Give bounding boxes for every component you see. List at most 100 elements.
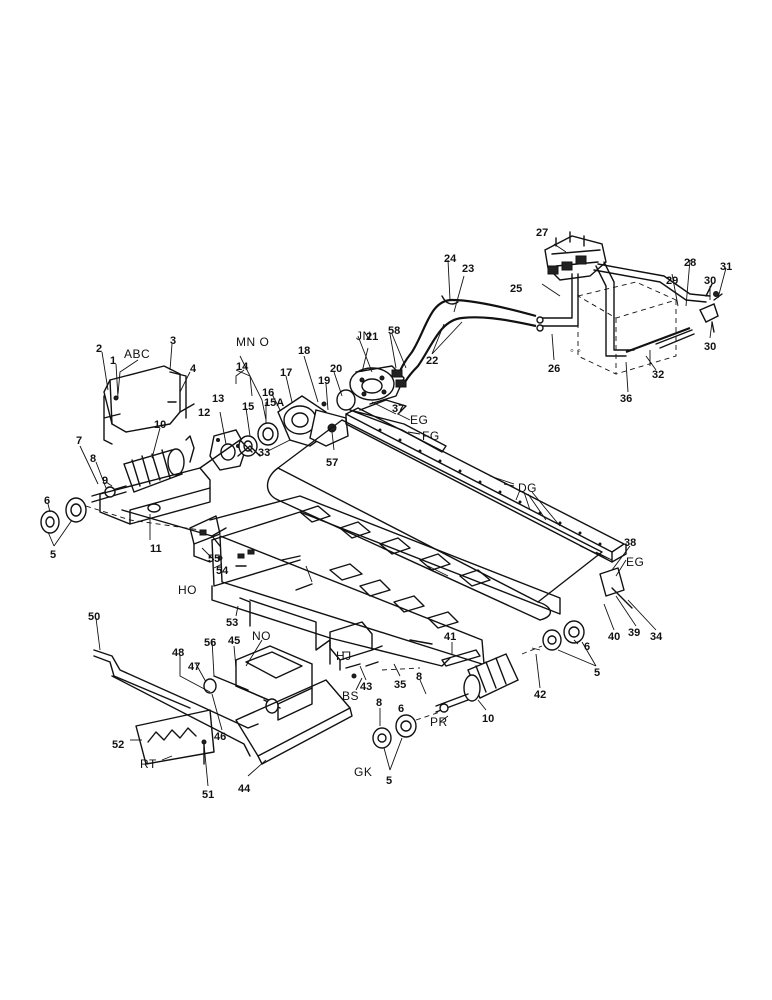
label-16: 16 [262, 387, 274, 399]
label-24: 24 [444, 253, 457, 265]
label-21: 21 [366, 331, 378, 343]
control-valve [544, 231, 607, 281]
label-38: 38 [624, 537, 636, 549]
label-10-right: 10 [482, 713, 494, 725]
label-eg-top: EG [410, 413, 428, 427]
label-58: 58 [388, 325, 400, 337]
label-12: 12 [198, 407, 210, 419]
conveyor-belt [266, 419, 603, 621]
right-roller [435, 653, 519, 713]
label-30-bottom: 30 [704, 341, 716, 353]
label-4: 4 [190, 363, 197, 375]
label-56: 56 [204, 637, 216, 649]
skid-plate-53 [211, 585, 451, 667]
label-41: 41 [444, 631, 456, 643]
label-18: 18 [298, 345, 310, 357]
label-22: 22 [426, 355, 438, 367]
label-50: 50 [88, 611, 100, 623]
right-bearings [521, 620, 585, 655]
label-28: 28 [684, 257, 696, 269]
leader-lines [47, 243, 727, 787]
label-36: 36 [620, 393, 632, 405]
label-jn: JN [356, 329, 372, 343]
hydraulic-hoses [396, 295, 544, 385]
base-plate-44 [235, 679, 353, 765]
label-30-top: 30 [704, 275, 716, 287]
rack-52 [135, 709, 215, 765]
label-eg-right: EG [626, 555, 644, 569]
label-rt: RT [140, 757, 157, 771]
main-frame-left [99, 435, 261, 547]
label-39: 39 [628, 627, 640, 639]
end-rail-38 [599, 567, 633, 609]
label-5-left: 5 [50, 549, 56, 561]
label-52: 52 [112, 739, 124, 751]
hydraulic-motor [336, 365, 407, 411]
label-31: 31 [720, 261, 732, 273]
label-dg: DG [518, 481, 537, 495]
hj-bracket [329, 621, 421, 679]
label-15: 15 [242, 401, 254, 413]
label-2: 2 [96, 343, 102, 355]
label-11: 11 [150, 543, 162, 555]
valve-tubes [539, 261, 711, 357]
label-10-left: 10 [154, 419, 166, 431]
tension-box-45 [203, 645, 313, 721]
part-labels: 2 1 ABC 3 4 MN O JN 21 58 24 23 27 25 28… [44, 227, 732, 801]
label-20: 20 [330, 363, 342, 375]
side-rail-right [345, 399, 627, 563]
label-14: 14 [236, 361, 249, 373]
label-46: 46 [214, 731, 226, 743]
label-9: 9 [102, 475, 108, 487]
label-47: 47 [188, 661, 200, 673]
hitch-bar-50 [93, 649, 259, 757]
label-8-bottom: 8 [376, 697, 382, 709]
left-bearings [40, 497, 201, 534]
valve-mount-bracket: ◦ ◦ [570, 281, 678, 375]
label-53: 53 [226, 617, 238, 629]
label-57: 57 [326, 457, 338, 469]
label-ho: HO [178, 583, 197, 597]
label-45: 45 [228, 635, 240, 647]
label-34: 34 [650, 631, 663, 643]
strip-41 [441, 649, 481, 667]
frame-bars [189, 515, 223, 563]
label-mno: MN O [236, 335, 269, 349]
label-32: 32 [652, 369, 664, 381]
label-bs: BS [342, 689, 359, 703]
main-frame-side [209, 495, 561, 665]
label-26: 26 [548, 363, 560, 375]
label-6-bottom: 6 [398, 703, 404, 715]
label-27: 27 [536, 227, 548, 239]
label-hj: HJ [336, 649, 352, 663]
label-48: 48 [172, 647, 184, 659]
label-55: 55 [208, 553, 220, 565]
fitting-30 [699, 283, 723, 333]
label-23: 23 [462, 263, 474, 275]
bracket-abc [103, 365, 195, 445]
label-no: NO [252, 629, 271, 643]
label-29: 29 [666, 275, 678, 287]
label-19: 19 [318, 375, 330, 387]
label-6-right: 6 [584, 641, 590, 653]
label-33: 33 [258, 447, 270, 459]
label-8-mid: 8 [416, 671, 422, 683]
label-7: 7 [76, 435, 82, 447]
label-3: 3 [170, 335, 176, 347]
label-5-bottom: 5 [386, 775, 392, 787]
label-25: 25 [510, 283, 522, 295]
label-15a: 15A [264, 397, 284, 409]
label-35: 35 [394, 679, 406, 691]
label-fg: FG [422, 429, 440, 443]
label-44: 44 [238, 783, 251, 795]
label-43: 43 [360, 681, 372, 693]
label-1: 1 [110, 355, 116, 367]
label-gk: GK [354, 765, 372, 779]
label-40: 40 [608, 631, 620, 643]
lower-bearings [372, 711, 441, 749]
label-6-left: 6 [44, 495, 50, 507]
label-13: 13 [212, 393, 224, 405]
svg-text:◦ ◦: ◦ ◦ [570, 345, 581, 357]
label-37: 37 [392, 403, 404, 415]
